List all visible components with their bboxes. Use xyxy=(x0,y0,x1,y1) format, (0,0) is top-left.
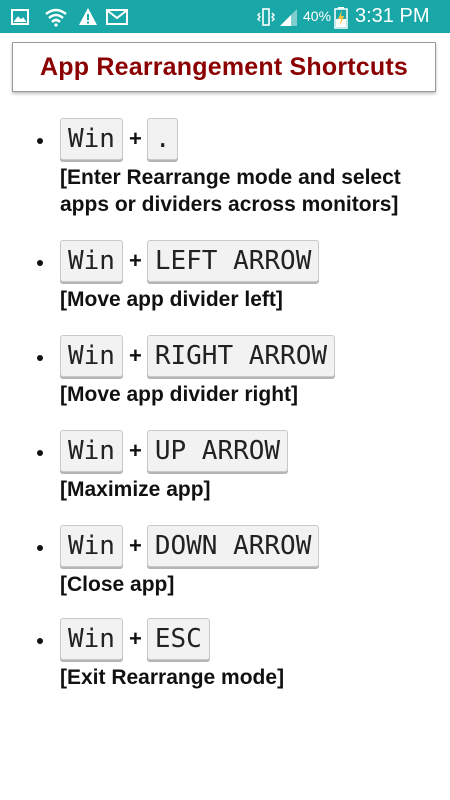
key-cap: Win xyxy=(60,240,123,282)
plus-sign: + xyxy=(128,248,142,273)
key-combo: Win + LEFT ARROW xyxy=(60,240,320,282)
shortcut-description: [Exit Rearrange mode] xyxy=(60,666,285,689)
wifi-icon xyxy=(45,7,67,27)
bullet-icon xyxy=(37,260,43,266)
clock-time: 3:31 PM xyxy=(355,5,430,27)
page-title: App Rearrangement Shortcuts xyxy=(40,52,408,81)
key-combo: Win + . xyxy=(60,118,179,160)
key-combo: Win + DOWN ARROW xyxy=(60,525,320,567)
shortcut-description: [Move app divider left] xyxy=(60,288,283,311)
shortcut-description: [Enter Rearrange mode and select apps or… xyxy=(60,166,401,216)
bullet-icon xyxy=(37,450,43,456)
battery-charging-icon xyxy=(334,7,348,29)
shortcut-description: [Close app] xyxy=(60,573,175,596)
signal-icon xyxy=(278,7,298,27)
battery-percentage: 40% xyxy=(303,8,332,24)
key-combo: Win + UP ARROW xyxy=(60,430,289,472)
bullet-icon xyxy=(37,138,43,144)
plus-sign: + xyxy=(128,533,142,558)
key-combo: Win + ESC xyxy=(60,618,210,660)
image-icon xyxy=(10,7,30,27)
vibrate-icon xyxy=(256,7,276,27)
key-cap: RIGHT ARROW xyxy=(146,335,336,377)
key-cap: Win xyxy=(60,525,123,567)
plus-sign: + xyxy=(128,438,142,463)
plus-sign: + xyxy=(128,343,142,368)
mail-icon xyxy=(106,7,128,27)
bullet-icon xyxy=(37,355,43,361)
key-cap: Win xyxy=(60,430,123,472)
key-cap: UP ARROW xyxy=(146,430,289,472)
status-bar: 40% 3:31 PM xyxy=(0,0,450,33)
key-combo: Win + RIGHT ARROW xyxy=(60,335,336,377)
title-card: App Rearrangement Shortcuts xyxy=(12,42,436,92)
plus-sign: + xyxy=(128,626,142,651)
key-cap: LEFT ARROW xyxy=(146,240,320,282)
warning-icon xyxy=(78,7,98,27)
key-cap: Win xyxy=(60,118,123,160)
bullet-icon xyxy=(37,638,43,644)
key-cap: . xyxy=(146,118,179,160)
shortcut-description: [Move app divider right] xyxy=(60,383,299,406)
key-cap: DOWN ARROW xyxy=(146,525,320,567)
bullet-icon xyxy=(37,545,43,551)
key-cap: ESC xyxy=(146,618,210,660)
shortcut-description: [Maximize app] xyxy=(60,478,211,501)
key-cap: Win xyxy=(60,335,123,377)
plus-sign: + xyxy=(128,126,142,151)
key-cap: Win xyxy=(60,618,123,660)
